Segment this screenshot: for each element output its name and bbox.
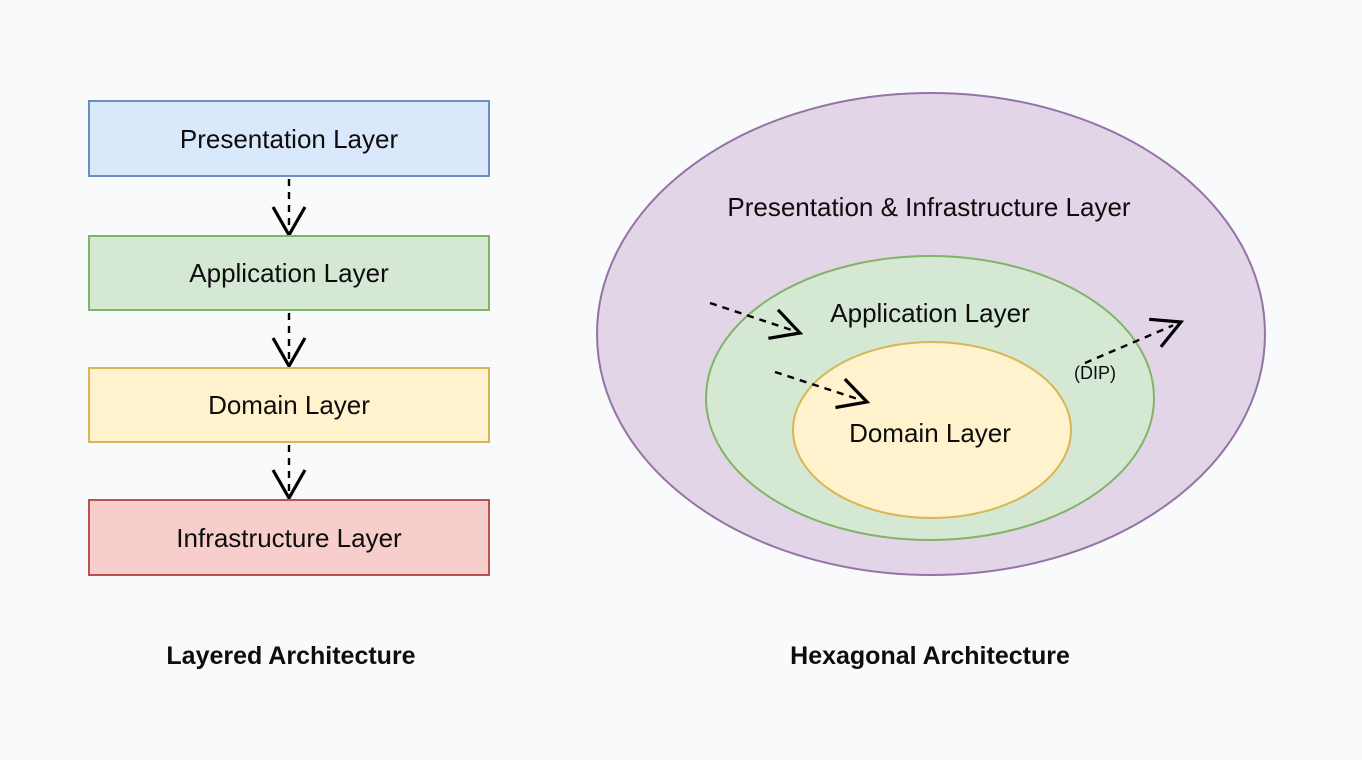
outer-ring-label: Presentation & Infrastructure Layer	[727, 192, 1131, 222]
layered-architecture-title: Layered Architecture	[166, 642, 415, 670]
hexagonal-architecture-title: Hexagonal Architecture	[790, 642, 1070, 670]
presentation-layer-label: Presentation Layer	[180, 124, 399, 154]
hexagonal-architecture-diagram: Presentation & Infrastructure Layer Appl…	[596, 92, 1266, 670]
arrow-application-to-domain	[271, 313, 307, 370]
application-layer-rect	[88, 235, 490, 311]
domain-layer-label: Domain Layer	[208, 390, 370, 420]
layer-box-infrastructure: Infrastructure Layer	[88, 499, 490, 576]
layer-box-presentation: Presentation Layer	[88, 100, 490, 177]
arrow-dip-outward	[1084, 317, 1185, 365]
middle-ring-label: Application Layer	[830, 298, 1030, 328]
arrow-into-domain-layer	[774, 370, 871, 410]
inner-ring-domain	[792, 341, 1072, 519]
layer-box-domain: Domain Layer	[88, 367, 490, 443]
infrastructure-layer-rect	[88, 499, 490, 576]
infrastructure-layer-label: Infrastructure Layer	[176, 523, 402, 553]
presentation-layer-rect	[88, 100, 490, 177]
layered-architecture-diagram: Presentation Layer Application Layer Dom…	[88, 100, 490, 670]
dip-annotation: (DIP)	[1074, 363, 1116, 383]
layer-box-application: Application Layer	[88, 235, 490, 311]
arrow-into-application-layer	[709, 301, 804, 340]
arrow-domain-to-infrastructure	[271, 445, 307, 502]
domain-layer-rect	[88, 367, 490, 443]
inner-ring-label: Domain Layer	[849, 418, 1011, 448]
application-layer-label: Application Layer	[189, 258, 389, 288]
